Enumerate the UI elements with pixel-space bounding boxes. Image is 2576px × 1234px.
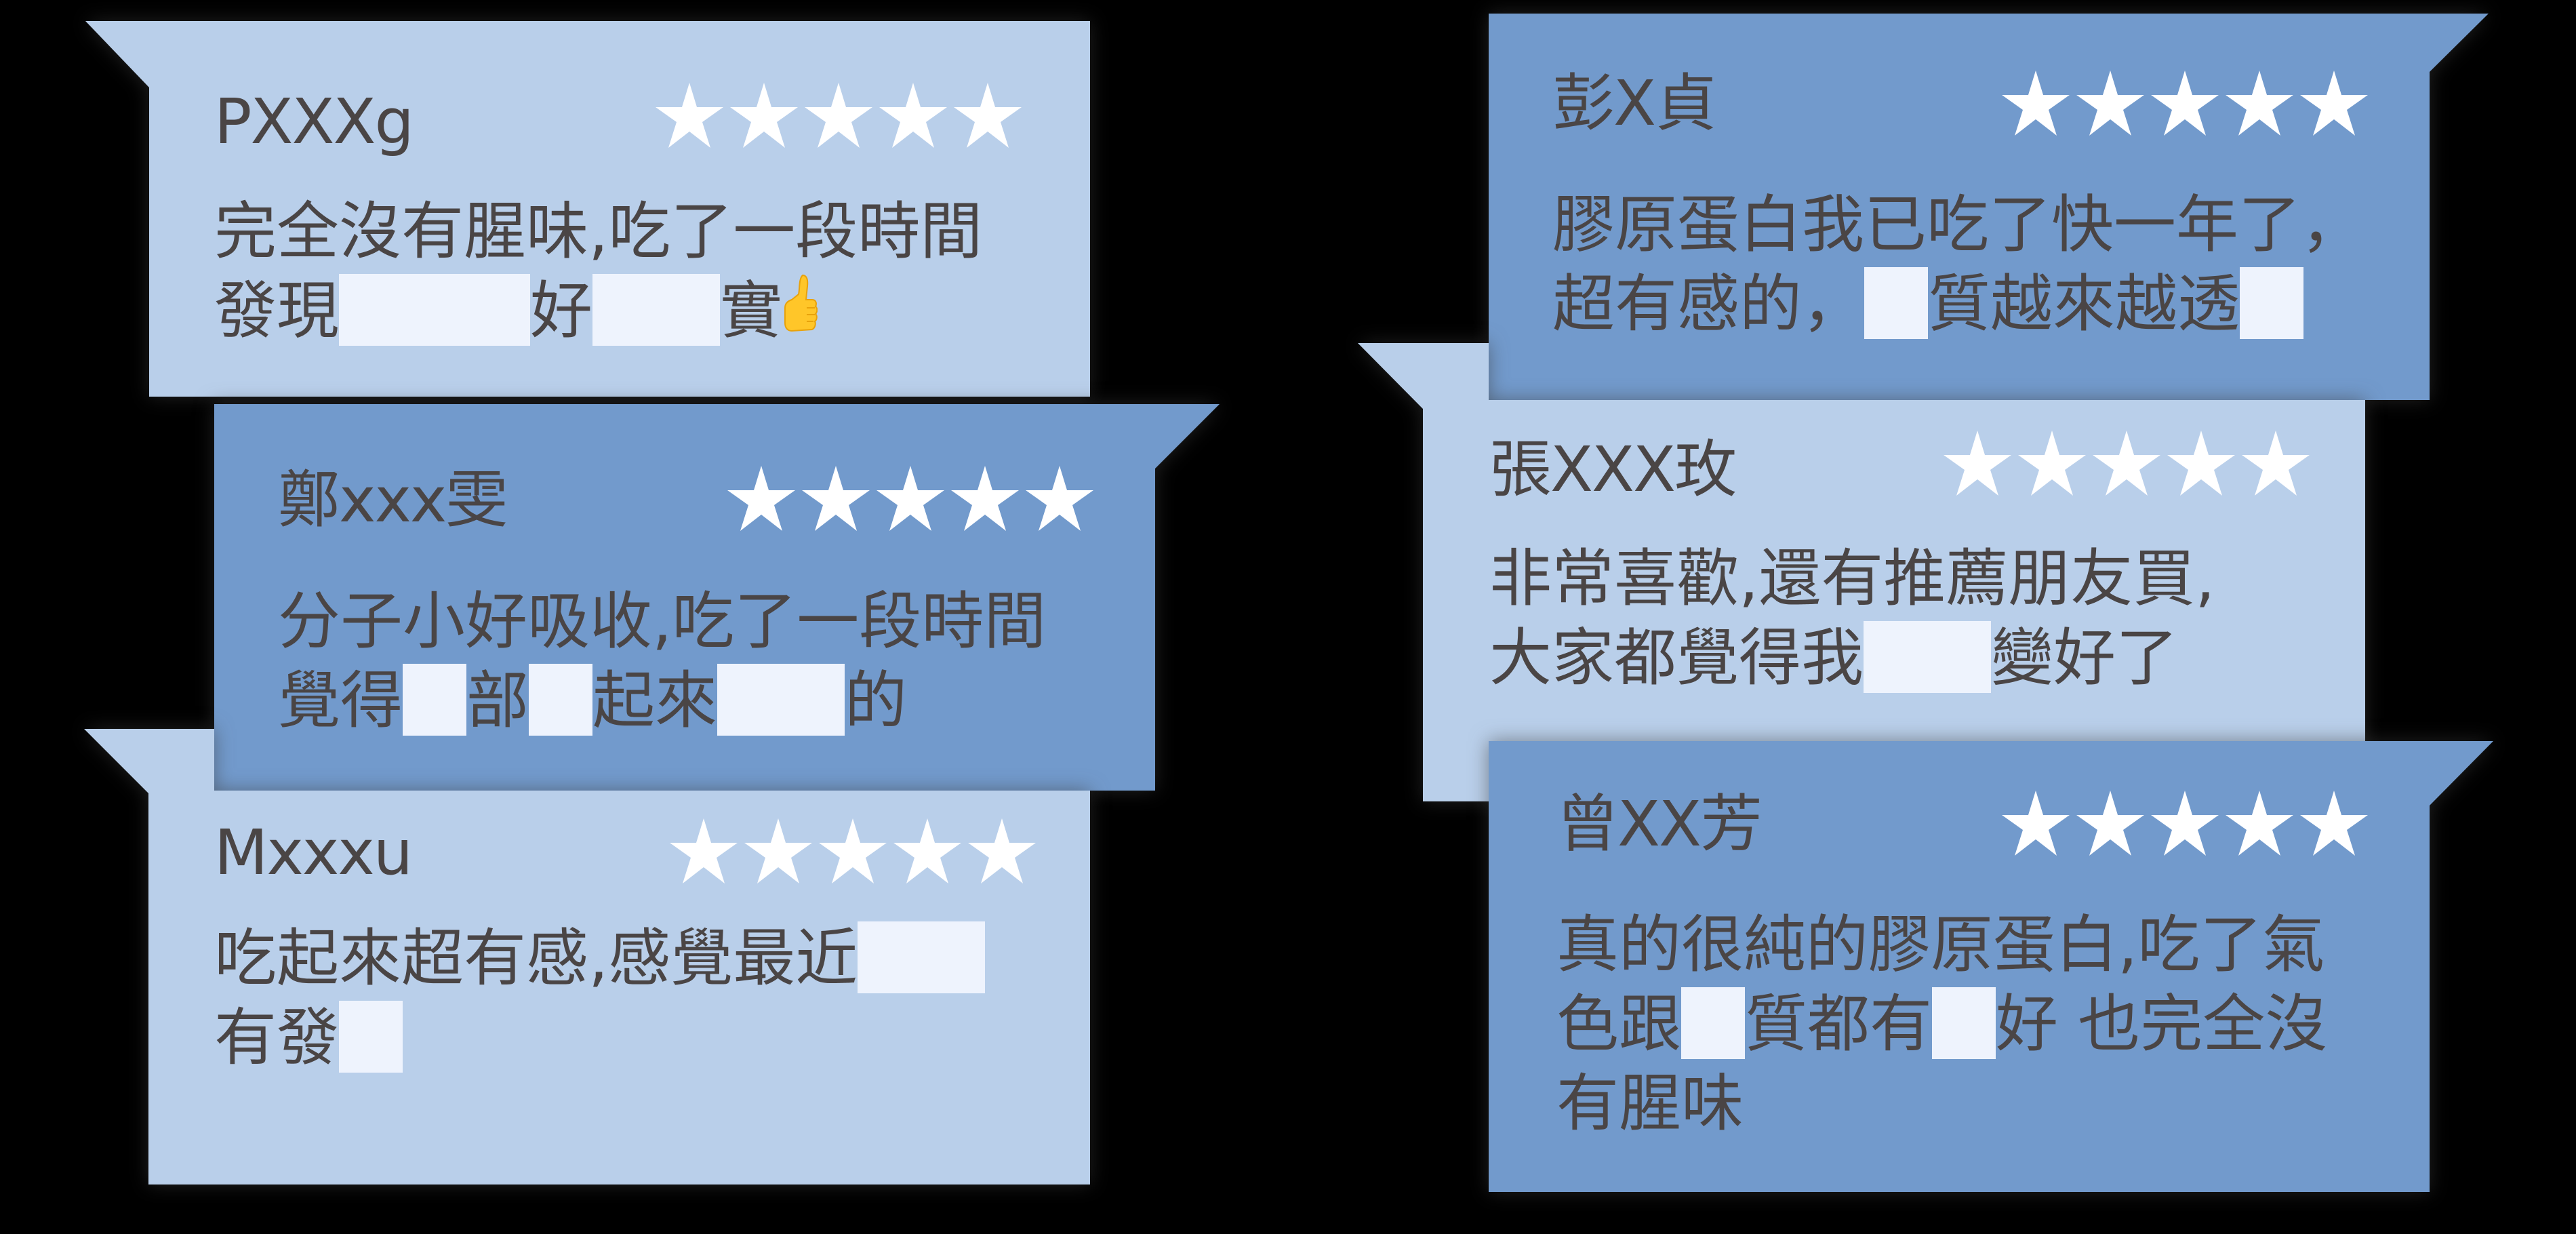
review-text-line: 有腥味 (1556, 1064, 2327, 1143)
reviewer-name: 彭X貞 (1552, 67, 1717, 140)
star-icon (2018, 431, 2086, 496)
star-icon (2002, 71, 2070, 136)
star-icon (2093, 431, 2160, 496)
review-text-segment: 真的很純的膠原蛋白,吃了氣 (1556, 909, 2325, 981)
redaction-block (592, 274, 721, 346)
review-text-line: 發現 好 實 (214, 271, 982, 351)
thumbs-up-icon (784, 274, 818, 332)
redaction-block (858, 921, 986, 993)
redaction-block (529, 664, 593, 736)
reviewer-name: 鄭xxx雯 (278, 464, 508, 536)
star-icon (879, 83, 947, 148)
review-text: 非常喜歡,還有推薦朋友買,大家都覺得我 變好了 (1489, 539, 2215, 698)
star-icon (2076, 71, 2144, 136)
review-text-line: 非常喜歡,還有推薦朋友買, (1489, 539, 2215, 618)
review-text-line: 有發 (214, 998, 985, 1077)
star-icon (2151, 791, 2219, 856)
star-icon (893, 818, 961, 883)
review-text-segment: 超有感的， (1552, 268, 1865, 340)
review-text-segment: 大家都覺得我 (1489, 622, 1864, 694)
review-text-segment: 好 也完全沒 (1996, 988, 2328, 1060)
reviewer-name: 張XXX玫 (1489, 433, 1737, 506)
review-text: 分子小好吸收,吃了一段時間覺得部起來 的 (278, 582, 1046, 740)
star-rating (727, 466, 1093, 531)
review-text-segment: 好 (530, 275, 593, 347)
star-icon (877, 466, 944, 531)
review-text-segment: 變好了 (1991, 622, 2179, 694)
review-text-line: 色跟質都有好 也完全沒 (1556, 984, 2327, 1064)
star-icon (802, 466, 870, 531)
redaction-block (1864, 267, 1929, 339)
star-icon (730, 83, 798, 148)
review-text: 膠原蛋白我已吃了快一年了，超有感的， 質越來越透 (1552, 185, 2363, 344)
star-rating (656, 83, 1022, 148)
star-icon (805, 83, 872, 148)
review-text-line: 分子小好吸收,吃了一段時間 (278, 582, 1046, 661)
star-icon (670, 818, 738, 883)
reviewer-name: PXXXg (214, 85, 414, 158)
review-text-line: 覺得部起來 的 (278, 661, 1046, 740)
star-icon (2300, 71, 2368, 136)
review-text: 完全沒有腥味,吃了一段時間發現 好 實 (214, 192, 982, 351)
star-icon (2167, 431, 2235, 496)
review-text-segment: 覺得 (278, 664, 403, 737)
review-text: 真的很純的膠原蛋白,吃了氣色跟質都有好 也完全沒有腥味 (1556, 905, 2327, 1143)
star-icon (2300, 791, 2368, 856)
star-rating (670, 818, 1036, 883)
review-text-segment: 起來 (592, 664, 718, 737)
review-text-segment: 質都有 (1745, 988, 1933, 1060)
redaction-block (1864, 621, 1992, 693)
review-text-line: 真的很純的膠原蛋白,吃了氣 (1556, 905, 2327, 984)
review-text-segment: 的 (845, 664, 908, 737)
review-text-segment: 吃起來超有感,感覺最近 (214, 922, 858, 995)
star-icon (2226, 71, 2293, 136)
reviewer-name: 曾XX芳 (1556, 788, 1763, 860)
review-text: 吃起來超有感,感覺最近有發 (214, 919, 986, 1077)
star-icon (727, 466, 795, 531)
redaction-block (2240, 267, 2304, 339)
star-icon (1944, 431, 2011, 496)
star-icon (2151, 71, 2219, 136)
review-text-segment: 質越來越透 (1928, 268, 2240, 340)
review-text-segment: 部 (466, 664, 529, 737)
redaction-block (339, 274, 531, 346)
star-icon (744, 818, 812, 883)
redaction-block (1681, 987, 1746, 1059)
star-rating (1944, 431, 2310, 496)
review-text-line: 吃起來超有感,感覺最近 (214, 919, 986, 998)
redaction-block (717, 664, 845, 736)
star-rating (2002, 791, 2368, 856)
review-text-line: 膠原蛋白我已吃了快一年了， (1552, 185, 2363, 264)
star-icon (2002, 791, 2070, 856)
star-icon (656, 83, 723, 148)
review-text-line: 大家都覺得我 變好了 (1489, 618, 2215, 698)
review-text-segment: 分子小好吸收,吃了一段時間 (278, 585, 1047, 658)
star-icon (954, 83, 1022, 148)
review-text-line: 完全沒有腥味,吃了一段時間 (214, 192, 982, 271)
star-icon (968, 818, 1036, 883)
star-icon (2076, 791, 2144, 856)
review-text-segment: 色跟 (1556, 988, 1682, 1060)
star-icon (2226, 791, 2293, 856)
review-text-segment: 實 (720, 275, 783, 347)
review-text-segment: 完全沒有腥味,吃了一段時間 (214, 195, 983, 268)
star-icon (2242, 431, 2310, 496)
redaction-block (1932, 987, 1996, 1059)
review-text-segment: 非常喜歡,還有推薦朋友買, (1489, 542, 2215, 615)
reviewer-name: Mxxxu (214, 816, 413, 889)
review-text-segment: 有腥味 (1556, 1067, 1744, 1140)
review-text-segment: 膠原蛋白我已吃了快一年了， (1552, 188, 2364, 261)
review-text-segment: 發現 (214, 275, 340, 347)
review-text-segment: 有發 (214, 1001, 340, 1074)
star-icon (1026, 466, 1093, 531)
review-text-line: 超有感的， 質越來越透 (1552, 264, 2363, 344)
star-icon (819, 818, 887, 883)
star-icon (951, 466, 1019, 531)
star-rating (2002, 71, 2368, 136)
redaction-block (403, 664, 467, 736)
redaction-block (339, 1001, 403, 1073)
